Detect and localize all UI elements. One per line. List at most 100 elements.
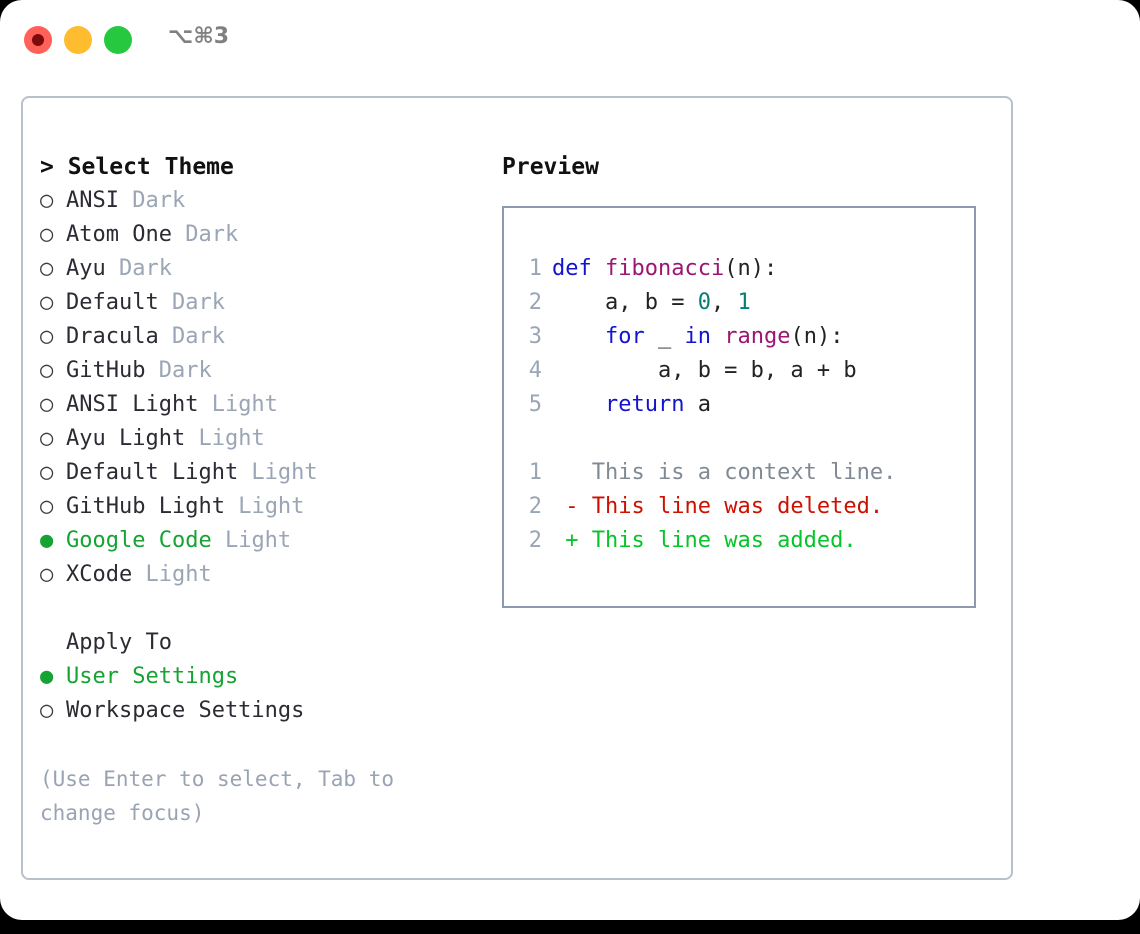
code-token <box>552 392 605 417</box>
theme-option-variant: Dark <box>118 188 186 213</box>
radio-selected-icon: ● <box>40 664 54 689</box>
code-token: (n): <box>724 256 778 281</box>
theme-option[interactable]: ○ ANSI Light Light <box>40 388 480 422</box>
theme-option-variant: Dark <box>158 324 225 349</box>
diff-line: 2 + This line was added. <box>514 524 974 558</box>
radio-unselected-icon: ○ <box>40 392 54 417</box>
keyboard-hint-text: (Use Enter to select, Tab to change focu… <box>40 767 395 825</box>
minimize-icon[interactable] <box>64 26 92 54</box>
code-token: in <box>684 324 711 349</box>
theme-option[interactable]: ○ XCode Light <box>40 558 480 592</box>
preview-label: Preview <box>502 154 599 180</box>
diff-line-number: 2 <box>528 494 542 519</box>
theme-option-name: Default Light <box>66 460 239 485</box>
radio-unselected-icon: ○ <box>40 290 54 315</box>
code-token: _ <box>644 324 685 349</box>
theme-option-variant: Light <box>238 460 318 485</box>
theme-option[interactable]: ○ Atom One Dark <box>40 218 480 252</box>
code-line: 4 a, b = b, a + b <box>514 354 974 388</box>
spacer <box>514 422 974 456</box>
code-token <box>592 256 605 281</box>
radio-unselected-icon: ○ <box>40 222 54 247</box>
code-token: for <box>604 324 645 349</box>
radio-unselected-icon: ○ <box>40 256 54 281</box>
theme-option[interactable]: ○ANSI Dark <box>40 184 480 218</box>
apply-to-option-name: Workspace Settings <box>66 698 305 723</box>
code-line-number: 1 <box>528 256 542 281</box>
radio-selected-icon: ● <box>40 528 54 553</box>
code-token: def <box>552 256 592 281</box>
code-line: 3 for _ in range(n): <box>514 320 974 354</box>
theme-option-name: ANSI Light <box>66 392 199 417</box>
theme-option[interactable]: ○GitHub Dark <box>40 354 480 388</box>
theme-option-variant: Dark <box>171 222 239 247</box>
radio-unselected-icon: ○ <box>40 358 54 383</box>
apply-to-option[interactable]: ● User Settings <box>40 660 480 694</box>
theme-option-variant: Dark <box>105 256 172 281</box>
radio-unselected-icon: ○ <box>40 324 54 349</box>
diff-sign <box>552 460 592 485</box>
code-line: 2 a, b = 0, 1 <box>514 286 974 320</box>
theme-option-name: Default <box>66 290 159 315</box>
theme-option-name: Dracula <box>66 324 159 349</box>
code-token: return <box>604 392 685 417</box>
code-token <box>711 324 724 349</box>
theme-option-variant: Light <box>211 528 292 553</box>
code-token <box>552 324 605 349</box>
code-token: a <box>684 392 711 417</box>
code-line-number: 2 <box>528 290 542 315</box>
code-token: a, b = b, a + b <box>552 358 857 383</box>
dialog-panel: > Select Theme ○ANSI Dark○Atom One Dark○… <box>21 96 1013 880</box>
diff-text: This line was added. <box>591 528 857 553</box>
code-line: 5 return a <box>514 388 974 422</box>
theme-option-variant: Light <box>132 562 212 587</box>
apply-to-option-name: User Settings <box>66 664 239 689</box>
apply-to-option[interactable]: ○ Workspace Settings <box>40 694 480 728</box>
theme-option-variant: Dark <box>145 358 212 383</box>
code-token: 0 <box>697 290 711 315</box>
select-theme-header: > Select Theme <box>40 154 234 180</box>
theme-picker-column: > Select Theme ○ANSI Dark○Atom One Dark○… <box>40 150 480 830</box>
code-line-number: 5 <box>528 392 542 417</box>
apply-to-header: Apply To <box>66 630 172 655</box>
radio-unselected-icon: ○ <box>40 426 54 451</box>
maximize-icon[interactable] <box>104 26 132 54</box>
theme-option[interactable]: ○ Default Light Light <box>40 456 480 490</box>
theme-list[interactable]: ○ANSI Dark○Atom One Dark○Ayu Dark○Defaul… <box>40 184 480 592</box>
apply-to-section: Apply To ● User Settings ○ Workspace Settin… <box>40 626 480 728</box>
keyboard-shortcut-label: ⌥⌘3 <box>168 24 230 49</box>
code-token: fibonacci <box>605 256 725 281</box>
diff-text: This is a context line. <box>591 460 897 485</box>
theme-option-name: XCode <box>66 562 133 587</box>
radio-unselected-icon: ○ <box>40 460 54 485</box>
theme-option-variant: Light <box>198 392 278 417</box>
code-token: range <box>724 324 791 349</box>
theme-option[interactable]: ○Default Dark <box>40 286 480 320</box>
theme-option[interactable]: ○ GitHub Light Light <box>40 490 480 524</box>
theme-option-name: GitHub Light <box>66 494 225 519</box>
theme-option-variant: Light <box>185 426 265 451</box>
diff-line: 2 - This line was deleted. <box>514 490 974 524</box>
theme-option-variant: Light <box>224 494 305 519</box>
diff-line: 1 This is a context line. <box>514 456 974 490</box>
theme-option-name: Ayu <box>66 256 106 281</box>
radio-unselected-icon: ○ <box>40 562 54 587</box>
radio-unselected-icon: ○ <box>40 698 54 723</box>
code-token: a, b = <box>552 290 698 315</box>
theme-option[interactable]: ●Google Code Light <box>40 524 480 558</box>
radio-unselected-icon: ○ <box>40 188 54 213</box>
code-line-number: 3 <box>528 324 542 349</box>
theme-option[interactable]: ○Ayu Light Light <box>40 422 480 456</box>
radio-unselected-icon: ○ <box>40 494 54 519</box>
code-line: 1 def fibonacci(n): <box>514 252 974 286</box>
theme-option[interactable]: ○ Ayu Dark <box>40 252 480 286</box>
diff-sign: - <box>552 494 592 519</box>
theme-option[interactable]: ○ Dracula Dark <box>40 320 480 354</box>
theme-option-name: Atom One <box>66 222 172 247</box>
diff-sign: + <box>552 528 592 553</box>
apply-to-list[interactable]: ● User Settings ○ Workspace Settings <box>40 660 480 728</box>
code-token: , <box>710 290 738 315</box>
